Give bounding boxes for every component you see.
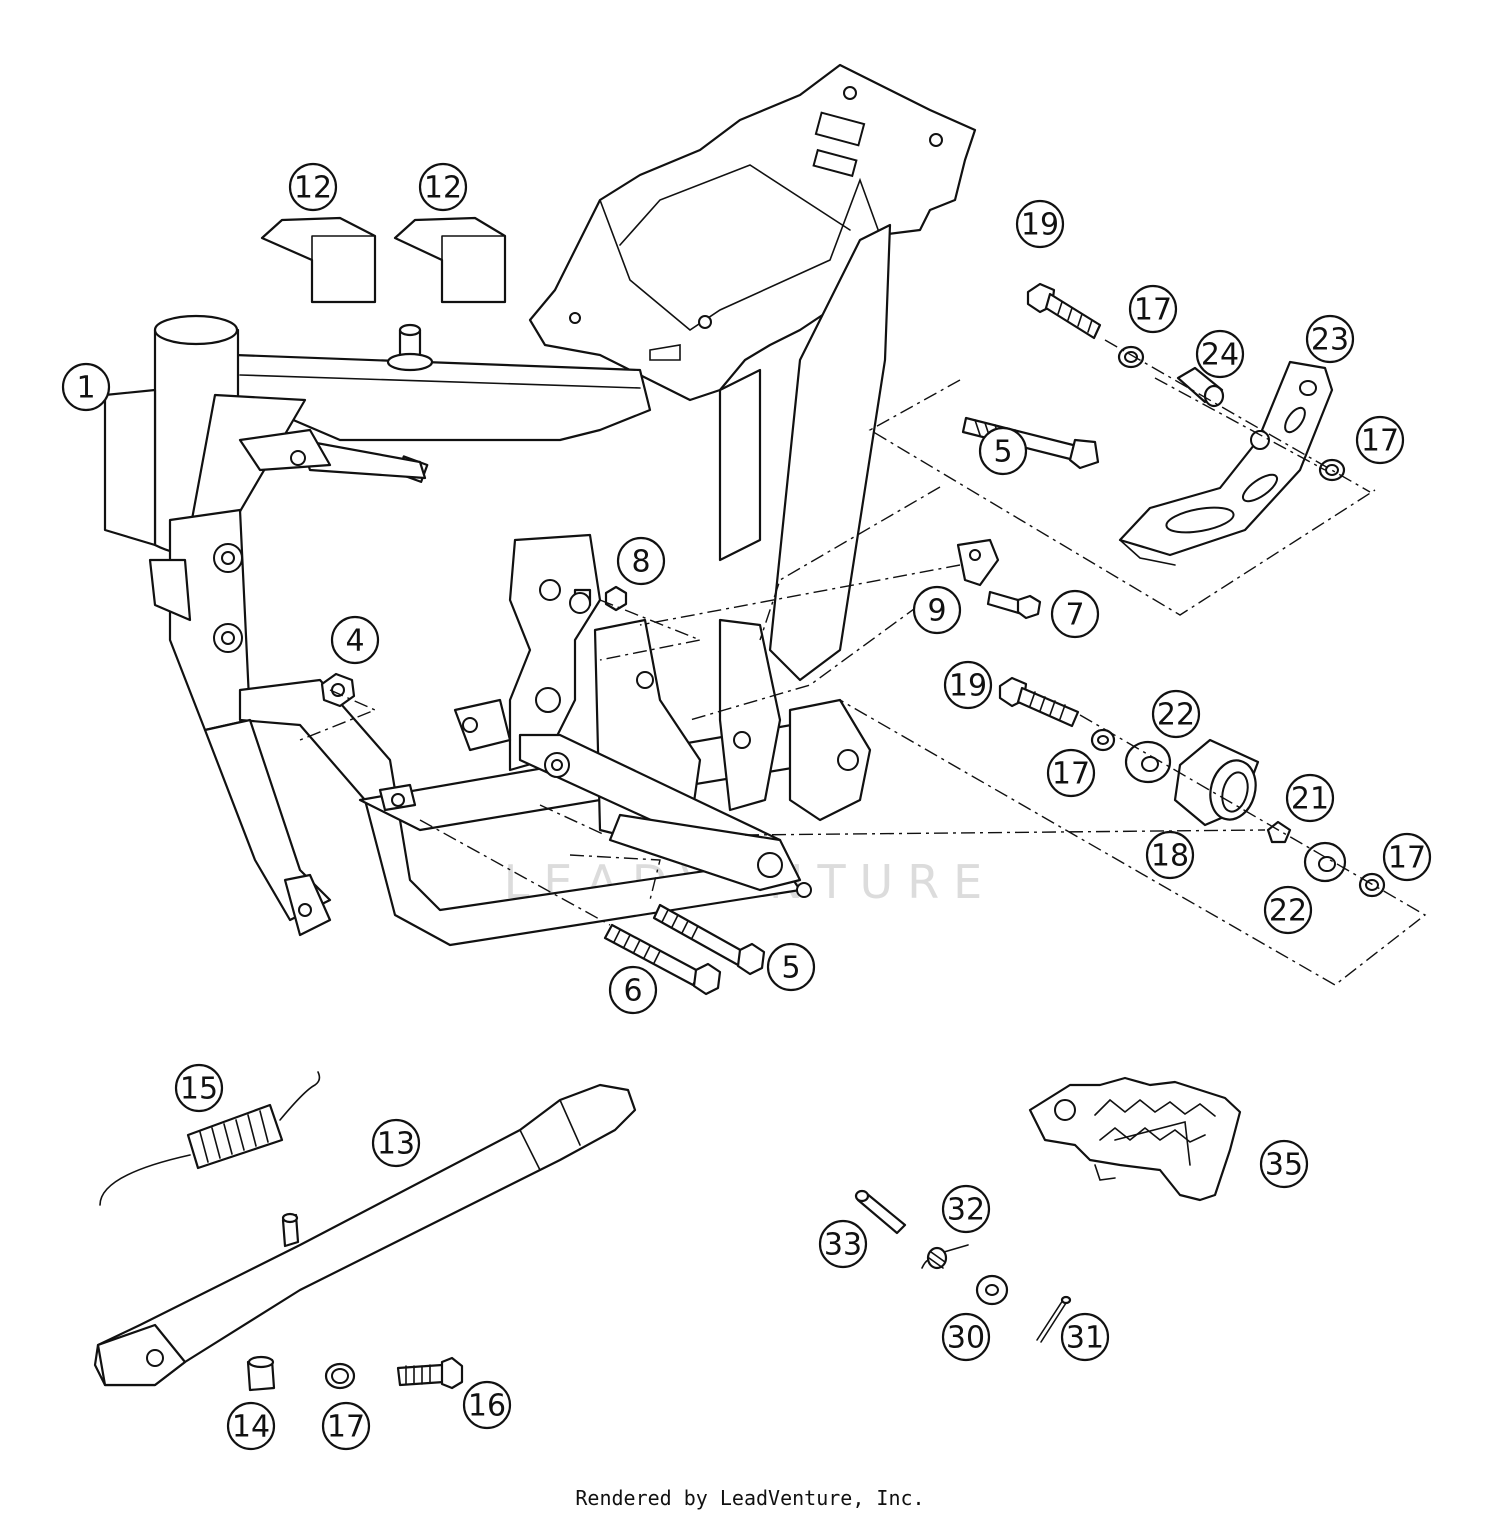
callout-17-pedal: 17 bbox=[1355, 415, 1405, 465]
callout-33: 33 bbox=[818, 1219, 868, 1269]
callout-6: 6 bbox=[608, 965, 658, 1015]
svg-text:7: 7 bbox=[1065, 598, 1084, 633]
callout-1: 1 bbox=[61, 362, 111, 412]
guide-lines bbox=[299, 339, 1427, 986]
callout-15: 15 bbox=[174, 1063, 224, 1113]
mount-bolt-long bbox=[603, 923, 722, 996]
callout-17-outer: 17 bbox=[1382, 832, 1432, 882]
callout-12b: 12 bbox=[418, 162, 468, 212]
callout-35: 35 bbox=[1259, 1139, 1309, 1189]
callout-5-lower: 5 bbox=[766, 942, 816, 992]
callout-17-upper: 17 bbox=[1128, 284, 1178, 334]
callout-5-upper: 5 bbox=[978, 426, 1028, 476]
frame-protector-left bbox=[260, 216, 377, 304]
svg-text:15: 15 bbox=[180, 1072, 218, 1107]
svg-text:17: 17 bbox=[1052, 757, 1090, 792]
svg-text:5: 5 bbox=[993, 435, 1012, 470]
stand-bushing bbox=[246, 1355, 276, 1392]
callout-17-stand: 17 bbox=[321, 1401, 371, 1451]
frame-protector-right bbox=[393, 216, 507, 304]
callout-16: 16 bbox=[462, 1380, 512, 1430]
rendered-by-footer: Rendered by LeadVenture, Inc. bbox=[575, 1486, 925, 1510]
side-stand-spring bbox=[99, 1071, 321, 1206]
svg-text:14: 14 bbox=[232, 1410, 270, 1445]
mount-bolt-short bbox=[652, 903, 766, 976]
frame-assembly bbox=[103, 63, 977, 947]
svg-text:18: 18 bbox=[1151, 839, 1189, 874]
callout-22-lower: 22 bbox=[1263, 885, 1313, 935]
callout-17-lower: 17 bbox=[1046, 748, 1096, 798]
side-stand bbox=[93, 1083, 637, 1387]
bushing bbox=[1176, 366, 1225, 408]
svg-text:12: 12 bbox=[424, 171, 462, 206]
stand-bolt bbox=[396, 1356, 464, 1390]
callout-14: 14 bbox=[226, 1401, 276, 1451]
footrest bbox=[1028, 1076, 1242, 1202]
svg-text:19: 19 bbox=[1021, 208, 1059, 243]
spacer-washer-outer bbox=[1303, 841, 1347, 883]
svg-text:4: 4 bbox=[345, 624, 364, 659]
footrest-pin bbox=[854, 1189, 907, 1235]
callout-24: 24 bbox=[1195, 329, 1245, 379]
callout-30: 30 bbox=[941, 1312, 991, 1362]
brake-pedal bbox=[1118, 360, 1334, 566]
svg-text:5: 5 bbox=[781, 951, 800, 986]
callout-21: 21 bbox=[1285, 773, 1335, 823]
svg-text:22: 22 bbox=[1157, 698, 1195, 733]
svg-text:16: 16 bbox=[468, 1389, 506, 1424]
callout-19-upper: 19 bbox=[1015, 199, 1065, 249]
svg-text:31: 31 bbox=[1066, 1321, 1104, 1356]
brake-clamp bbox=[956, 538, 1042, 620]
pedal-bearing-sleeve bbox=[1173, 738, 1260, 827]
top-tube bbox=[233, 353, 652, 442]
svg-text:23: 23 bbox=[1311, 323, 1349, 358]
svg-text:35: 35 bbox=[1265, 1148, 1303, 1183]
hex-nut bbox=[320, 672, 356, 708]
callout-31: 31 bbox=[1060, 1312, 1110, 1362]
callout-8: 8 bbox=[616, 536, 666, 586]
callout-22-upper: 22 bbox=[1151, 689, 1201, 739]
svg-text:32: 32 bbox=[947, 1193, 985, 1228]
svg-text:1: 1 bbox=[76, 371, 95, 406]
svg-text:9: 9 bbox=[927, 594, 946, 629]
spacer-washer bbox=[1124, 740, 1172, 784]
callout-23: 23 bbox=[1305, 314, 1355, 364]
svg-text:12: 12 bbox=[294, 171, 332, 206]
svg-text:17: 17 bbox=[1134, 293, 1172, 328]
callout-32: 32 bbox=[941, 1184, 991, 1234]
svg-text:13: 13 bbox=[377, 1127, 415, 1162]
svg-text:19: 19 bbox=[949, 669, 987, 704]
svg-text:24: 24 bbox=[1201, 338, 1239, 373]
cotter-pin bbox=[1036, 1295, 1072, 1343]
footrest-spring bbox=[921, 1244, 969, 1270]
svg-text:17: 17 bbox=[327, 1410, 365, 1445]
nut bbox=[604, 585, 628, 612]
svg-text:17: 17 bbox=[1361, 424, 1399, 459]
callout-19-lower: 19 bbox=[943, 660, 993, 710]
svg-text:8: 8 bbox=[631, 545, 650, 580]
svg-text:33: 33 bbox=[824, 1228, 862, 1263]
callout-4: 4 bbox=[330, 615, 380, 665]
callout-13: 13 bbox=[371, 1118, 421, 1168]
callout-18: 18 bbox=[1145, 830, 1195, 880]
callout-12a: 12 bbox=[288, 162, 338, 212]
battery-box bbox=[528, 63, 977, 402]
callout-7: 7 bbox=[1050, 589, 1100, 639]
svg-text:22: 22 bbox=[1269, 894, 1307, 929]
pivot-bolt bbox=[998, 676, 1080, 728]
pedal-bolt bbox=[1026, 282, 1102, 340]
svg-text:17: 17 bbox=[1388, 841, 1426, 876]
svg-text:6: 6 bbox=[623, 974, 642, 1009]
small-spacer bbox=[1266, 820, 1292, 844]
svg-text:30: 30 bbox=[947, 1321, 985, 1356]
callout-9: 9 bbox=[912, 585, 962, 635]
svg-text:21: 21 bbox=[1291, 782, 1329, 817]
